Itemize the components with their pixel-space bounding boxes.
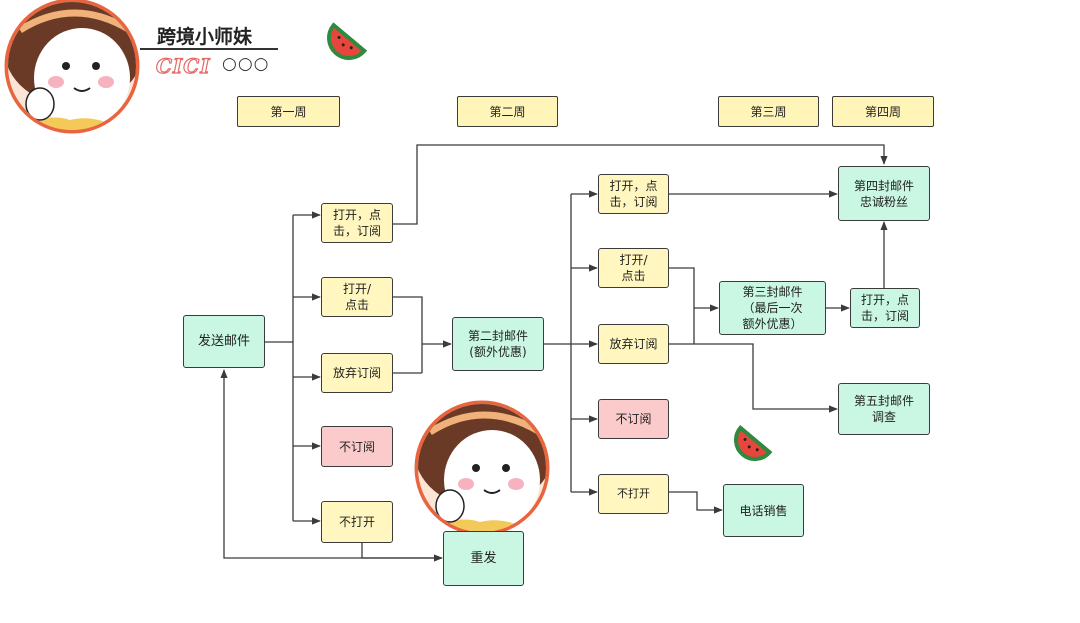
node-resend: 重发 xyxy=(443,531,524,586)
avatar-cartoon-girl-icon xyxy=(4,0,140,134)
week-4-header: 第四周 xyxy=(832,96,934,127)
node-second-mail: 第二封邮件 (额外优惠) xyxy=(452,317,544,371)
week-2-header: 第二周 xyxy=(457,96,558,127)
node-w1-unsub: 不订阅 xyxy=(321,426,393,467)
avatar-cartoon-girl-icon-center xyxy=(414,400,550,536)
node-w2-give-up: 放弃订阅 xyxy=(598,324,669,364)
node-w3-open-click-sub: 打开，点 击，订阅 xyxy=(850,288,920,328)
watermelon-icon xyxy=(327,22,368,60)
node-w1-not-open: 不打开 xyxy=(321,501,393,543)
brand-dots: ○○○ xyxy=(222,54,270,74)
node-w1-open-click: 打开/ 点击 xyxy=(321,277,393,317)
node-w2-not-open: 不打开 xyxy=(598,474,669,514)
node-third-mail: 第三封邮件 （最后一次 额外优惠） xyxy=(719,281,826,335)
watermelon-icon-small xyxy=(734,424,773,461)
node-fourth-mail: 第四封邮件 忠诚粉丝 xyxy=(838,166,930,221)
node-phone-sales: 电话销售 xyxy=(723,484,804,537)
node-w2-open-click: 打开/ 点击 xyxy=(598,248,669,288)
brand-divider xyxy=(140,48,278,50)
connectors xyxy=(220,144,888,562)
node-w1-give-up: 放弃订阅 xyxy=(321,353,393,393)
node-w1-open-click-sub: 打开，点 击，订阅 xyxy=(321,203,393,243)
node-w2-open-click-sub: 打开，点 击，订阅 xyxy=(598,174,669,214)
week-1-header: 第一周 xyxy=(237,96,340,127)
node-fifth-mail: 第五封邮件 调查 xyxy=(838,383,930,435)
week-3-header: 第三周 xyxy=(718,96,819,127)
brand-name: 跨境小师妹 xyxy=(157,26,253,48)
brand-sub: CICI xyxy=(155,53,211,78)
node-w2-unsub: 不订阅 xyxy=(598,399,669,439)
node-send-mail: 发送邮件 xyxy=(183,315,265,368)
